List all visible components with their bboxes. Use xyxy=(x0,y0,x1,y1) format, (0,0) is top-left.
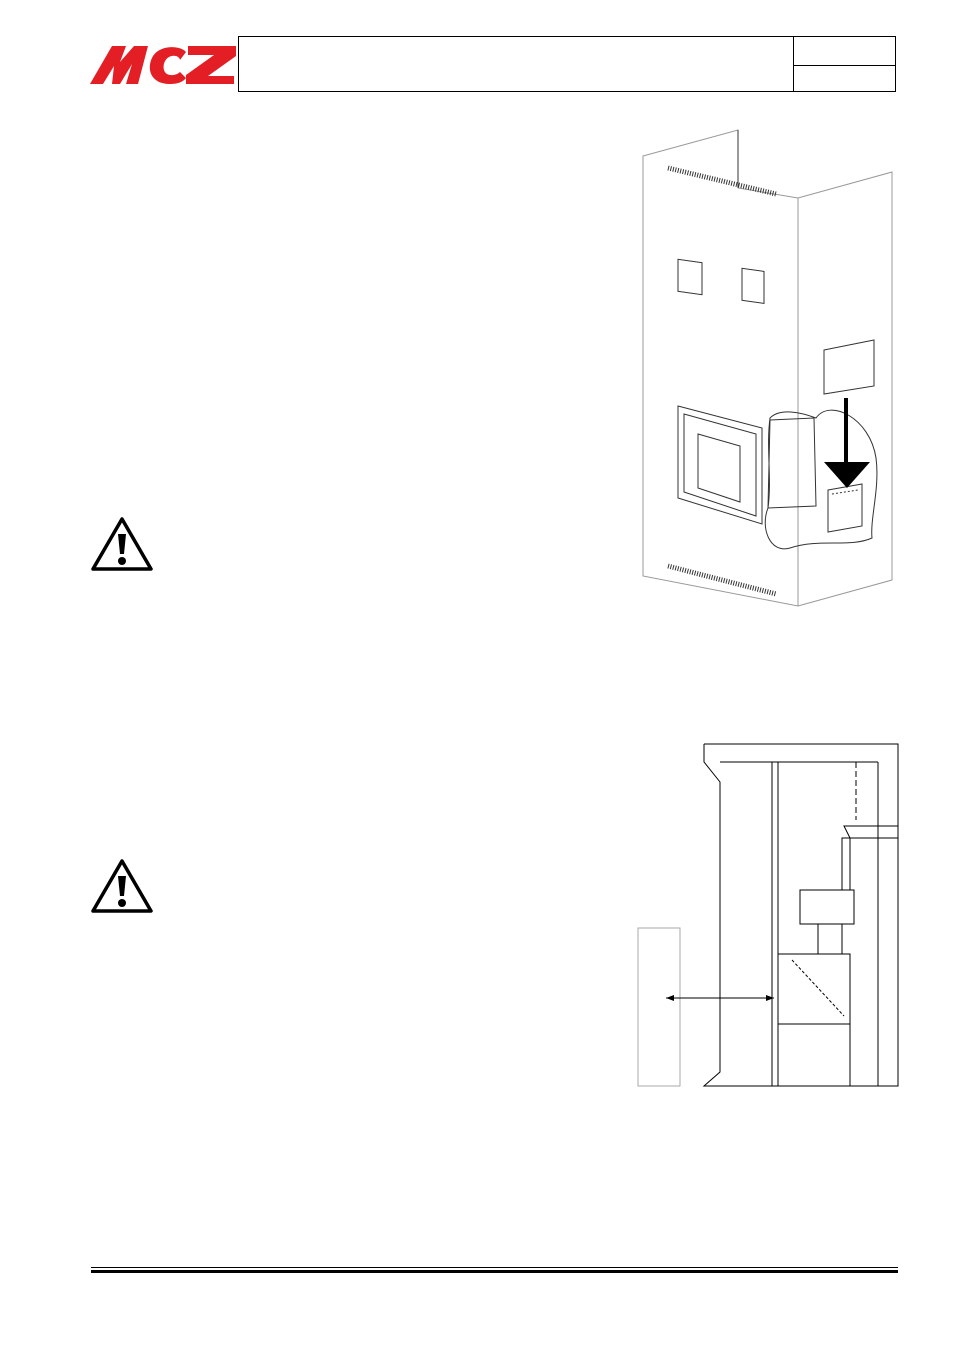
footer-rule-thick xyxy=(91,1270,898,1273)
header-title-box xyxy=(238,36,896,92)
warning-triangle-icon xyxy=(91,517,153,571)
figure-stove-installation-front xyxy=(642,129,893,607)
mcz-logo xyxy=(90,46,236,84)
header-cell-divider xyxy=(794,65,895,66)
header-page-cell xyxy=(793,37,895,91)
warning-triangle-icon xyxy=(91,859,153,913)
footer-rule xyxy=(91,1267,898,1268)
figure-stove-installation-section xyxy=(637,743,899,1087)
